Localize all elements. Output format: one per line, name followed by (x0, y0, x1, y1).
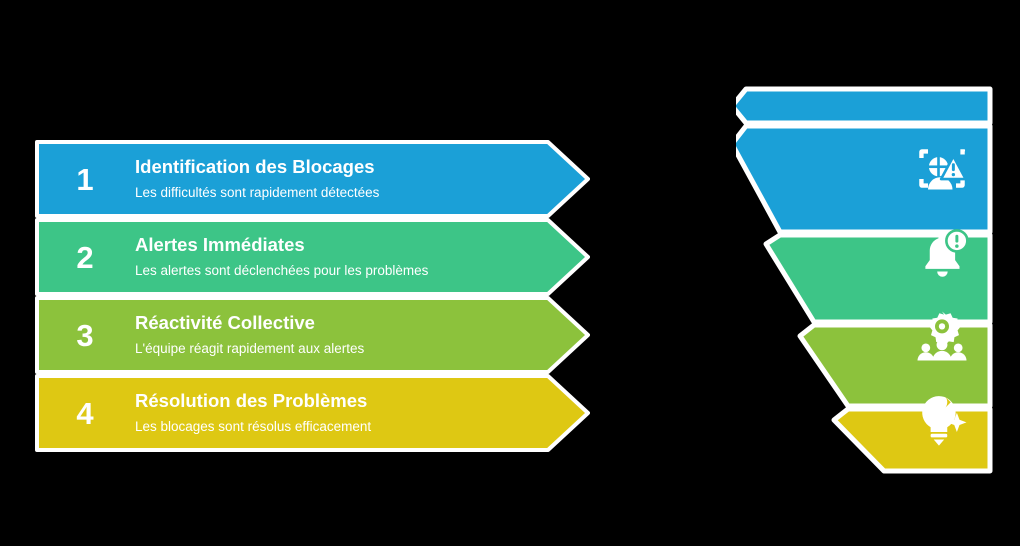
step-subtitle-3: L'équipe réagit rapidement aux alertes (135, 341, 365, 357)
step-content-2: 2 Alertes Immédiates Les alertes sont dé… (35, 218, 555, 296)
step-number-3: 3 (76, 317, 94, 353)
step-title-2: Alertes Immédiates (135, 234, 305, 256)
step-subtitle-1: Les difficultés sont rapidement détectée… (135, 185, 380, 201)
step-number-1: 1 (76, 161, 94, 197)
step-item-2[interactable]: 2 Alertes Immédiates Les alertes sont dé… (35, 218, 590, 296)
step-item-3[interactable]: 3 Réactivité Collective L'équipe réagit … (35, 296, 590, 374)
step-item-4[interactable]: 4 Résolution des Problèmes Les blocages … (35, 374, 590, 452)
scan-alert-icon (914, 144, 970, 200)
funnel-segment-4 (831, 406, 993, 474)
step-text-block-4: Résolution des Problèmes Les blocages so… (135, 390, 555, 435)
step-text-block-2: Alertes Immédiates Les alertes sont décl… (135, 234, 555, 279)
lightbulb-sparkle-icon (914, 390, 970, 446)
step-title-4: Résolution des Problèmes (135, 390, 368, 412)
step-content-3: 3 Réactivité Collective L'équipe réagit … (35, 296, 555, 374)
step-arrow-shape-2 (35, 218, 590, 296)
step-number-2: 2 (76, 239, 94, 275)
step-subtitle-4: Les blocages sont résolus efficacement (135, 419, 372, 435)
step-text-block-1: Identification des Blocages Les difficul… (135, 156, 555, 201)
step-title-1: Identification des Blocages (135, 156, 375, 178)
step-text-block-3: Réactivité Collective L'équipe réagit ra… (135, 312, 555, 357)
step-arrow-shape-3 (35, 296, 590, 374)
step-arrow-shape-1 (35, 140, 590, 218)
funnel-diagram (736, 86, 1000, 474)
step-subtitle-2: Les alertes sont déclenchées pour les pr… (135, 263, 429, 279)
steps-list: 1 Identification des Blocages Les diffic… (35, 140, 590, 452)
step-item-1[interactable]: 1 Identification des Blocages Les diffic… (35, 140, 590, 218)
team-gear-icon (914, 308, 970, 364)
step-arrow-shape-4 (35, 374, 590, 452)
funnel-cap-segment (736, 86, 993, 126)
bell-alert-icon (914, 226, 970, 282)
step-number-4: 4 (76, 395, 94, 431)
step-content-4: 4 Résolution des Problèmes Les blocages … (35, 374, 555, 452)
step-content-1: 1 Identification des Blocages Les diffic… (35, 140, 555, 218)
step-title-3: Réactivité Collective (135, 312, 315, 334)
